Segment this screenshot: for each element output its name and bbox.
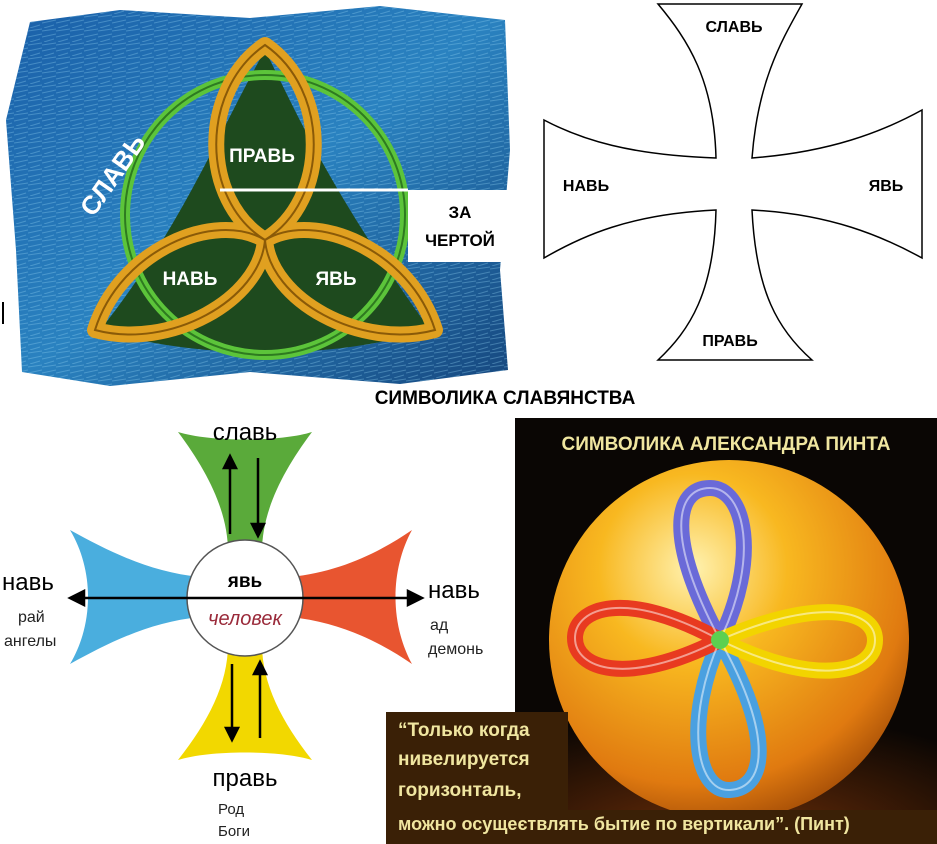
- quote-line-2: нивелируется: [398, 749, 530, 770]
- cross-right-label: ЯВЬ: [869, 178, 904, 195]
- cross-outline-panel: СЛАВЬ НАВЬ ЯВЬ ПРАВЬ: [530, 0, 937, 380]
- stray-mark: [2, 302, 4, 324]
- label-prav: ПРАВЬ: [229, 146, 295, 167]
- pint-panel: СИМВОЛИКА АЛЕКСАНДРА ПИНТА: [515, 418, 937, 844]
- cross-arm-top-green: [178, 432, 312, 552]
- color-cross-left-sub-1: рай: [18, 609, 45, 626]
- cross-top-label: СЛАВЬ: [706, 19, 763, 36]
- caption-slavic-symbolism: СИМВОЛИКА СЛАВЯНСТВА: [374, 388, 636, 409]
- color-cross-right-sub-1: ад: [430, 617, 449, 634]
- triquetra-panel: ПРАВЬ НАВЬ ЯВЬ СЛАВЬ ЗА ЧЕРТОЙ: [0, 0, 515, 392]
- color-cross-bottom-sub-1: Род: [218, 801, 244, 818]
- cross-bottom-label: ПРАВЬ: [702, 333, 757, 350]
- color-cross-right-label: навь: [428, 577, 480, 604]
- pint-title: СИМВОЛИКА АЛЕКСАНДРА ПИНТА: [561, 434, 890, 455]
- color-cross-left-label: навь: [2, 569, 54, 596]
- color-cross-bottom-label: правь: [213, 765, 278, 792]
- up-down-arrows-top: [221, 453, 267, 539]
- color-cross-center-top: явь: [227, 571, 262, 592]
- beyond-line-box: [408, 190, 512, 262]
- quote-line-3: горизонталь,: [398, 780, 522, 801]
- color-cross-left-sub-2: ангелы: [4, 633, 56, 650]
- cross-pattee-outline: СЛАВЬ НАВЬ ЯВЬ ПРАВЬ: [543, 3, 923, 361]
- up-down-arrows-bottom: [223, 659, 269, 743]
- color-cross-diagram: славь явь человек навь рай ангелы навь а…: [2, 419, 483, 840]
- horizontal-double-arrow: [67, 588, 425, 608]
- quote-line-1: “Только когда: [398, 720, 530, 741]
- quote-box-bottom-strip: [386, 810, 937, 844]
- triquetra-illustration: ПРАВЬ НАВЬ ЯВЬ СЛАВЬ ЗА ЧЕРТОЙ: [6, 6, 512, 386]
- label-yav: ЯВЬ: [315, 269, 356, 290]
- knot-dark-fill: [100, 50, 430, 353]
- color-cross-right-sub-2: демонь: [428, 641, 483, 658]
- pint-sphere-illustration: СИМВОЛИКА АЛЕКСАНДРА ПИНТА: [515, 434, 937, 844]
- color-cross-center-bottom: человек: [208, 608, 283, 630]
- cross-arm-bottom-yellow: [178, 644, 312, 760]
- color-cross-bottom-sub-2: Боги: [218, 823, 250, 840]
- quote-line-4: можно осущеєтвлять бытие по вертикали”. …: [398, 814, 850, 834]
- color-cross-panel: славь явь человек навь рай ангелы навь а…: [0, 412, 515, 844]
- color-cross-top-label: славь: [213, 419, 278, 446]
- cross-left-label: НАВЬ: [563, 178, 609, 195]
- beyond-line-text-1: ЗА: [449, 203, 472, 222]
- green-center-dot: [711, 631, 729, 649]
- label-nav: НАВЬ: [163, 269, 218, 290]
- beyond-line-text-2: ЧЕРТОЙ: [425, 231, 495, 250]
